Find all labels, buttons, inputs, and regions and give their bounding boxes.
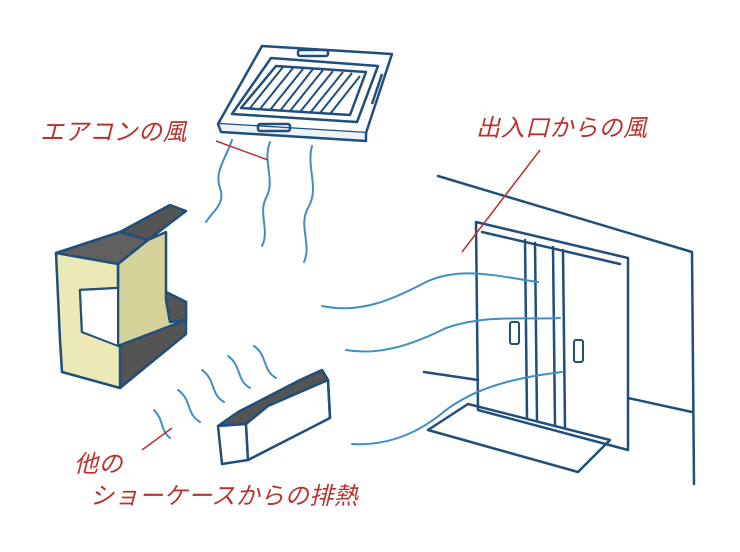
other-showcase-label-line1: 他の xyxy=(74,450,123,478)
showcase-small xyxy=(216,368,332,466)
exhaust-heat-lines xyxy=(153,345,277,439)
open-showcase-large xyxy=(54,203,188,390)
aircon-wind-lines xyxy=(205,139,315,263)
aircon-wind-label: エアコンの風 xyxy=(40,118,187,146)
aircon-callout-line xyxy=(215,140,269,161)
ceiling-aircon-unit xyxy=(216,44,394,143)
entrance-wind-label: 出入口からの風 xyxy=(476,114,648,142)
entrance-wall xyxy=(422,174,696,486)
other-showcase-label-line2: ショーケースからの排熱 xyxy=(90,482,359,510)
aircon-grille-slats xyxy=(249,66,361,115)
exhaust-callout-line xyxy=(141,427,173,451)
entrance-callout-line xyxy=(461,149,541,253)
entrance-wind-lines xyxy=(321,272,563,446)
